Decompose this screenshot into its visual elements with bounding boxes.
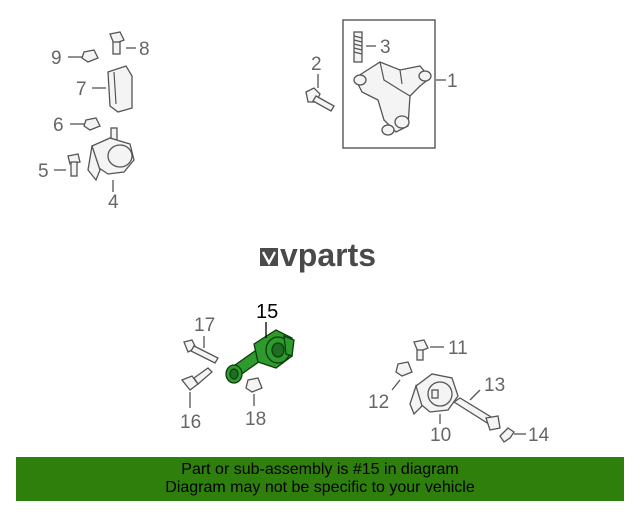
watermark-text: vparts — [280, 237, 376, 273]
callout-13[interactable]: 13 — [484, 375, 505, 396]
callout-8[interactable]: 8 — [139, 39, 150, 60]
callout-4[interactable]: 4 — [108, 192, 119, 213]
callout-3[interactable]: 3 — [380, 37, 391, 58]
part-17-bolt — [183, 339, 219, 364]
part-10-mount — [409, 373, 459, 416]
part-15-torque-rod[interactable] — [225, 329, 295, 384]
part-10-14-group: 11 12 10 13 14 — [368, 338, 550, 446]
callout-2[interactable]: 2 — [311, 54, 322, 75]
part-1-bracket-group: 3 1 2 — [305, 19, 458, 149]
part-3-stud — [353, 31, 363, 63]
part-15-18-group: 17 16 18 15 — [180, 301, 295, 433]
callout-17[interactable]: 17 — [194, 315, 215, 336]
banner-line-2: Diagram may not be specific to your vehi… — [165, 479, 475, 496]
part-1-bracket — [354, 61, 431, 133]
part-8-bolt — [109, 31, 125, 55]
part-13-bolt — [452, 397, 501, 431]
callout-7[interactable]: 7 — [76, 79, 87, 100]
part-6-nut — [83, 117, 101, 131]
callout-6[interactable]: 6 — [53, 115, 64, 136]
part-2-bolt — [305, 87, 335, 112]
part-7-shield — [107, 65, 133, 113]
callout-14[interactable]: 14 — [528, 425, 550, 446]
part-12-nut — [395, 361, 413, 377]
callout-18[interactable]: 18 — [245, 409, 266, 430]
part-4-9-group: 8 9 7 6 4 5 — [38, 31, 150, 213]
callout-5[interactable]: 5 — [38, 161, 49, 182]
part-18-nut — [245, 377, 263, 393]
callout-11[interactable]: 11 — [448, 338, 468, 359]
part-16-bolt — [180, 367, 213, 391]
part-11-bolt — [413, 339, 429, 361]
part-9-nut — [81, 49, 99, 63]
callout-12[interactable]: 12 — [368, 392, 389, 413]
info-banner: Part or sub-assembly is #15 in diagram D… — [16, 457, 624, 501]
banner-line-1: Part or sub-assembly is #15 in diagram — [181, 461, 459, 478]
part-14-clip — [499, 427, 515, 443]
callout-10[interactable]: 10 — [430, 425, 451, 446]
watermark-logo: vparts — [260, 237, 376, 273]
callout-16[interactable]: 16 — [180, 412, 201, 433]
callout-1[interactable]: 1 — [447, 71, 458, 92]
part-1-frame — [342, 19, 436, 149]
part-4-mount — [87, 127, 135, 182]
part-5-bolt — [67, 153, 81, 177]
callout-15[interactable]: 15 — [256, 301, 278, 323]
callout-9[interactable]: 9 — [51, 48, 62, 69]
